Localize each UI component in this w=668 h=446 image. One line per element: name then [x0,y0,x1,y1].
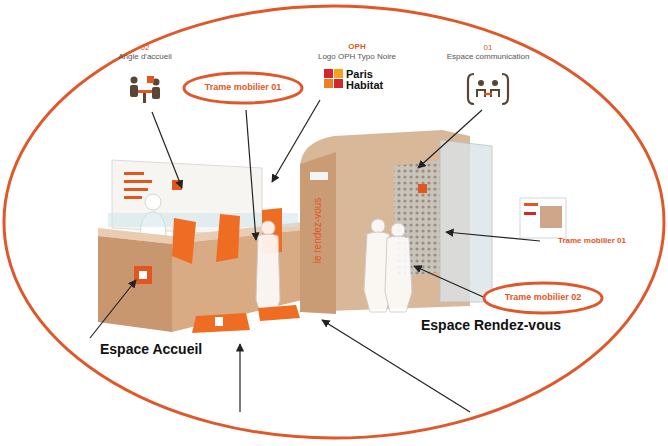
zone-label: Espace Rendez-vous [421,318,561,333]
area-label: Espace communication [447,53,530,62]
area-label: Logo OPH Typo Noire [318,53,396,62]
furniture-label: Trame mobilier 01 [205,83,282,93]
oph-logo-mark [324,69,343,88]
furniture-label: Trame mobilier 02 [505,293,582,303]
callout-title: OPH [348,43,365,52]
callout-number: 02 [141,44,150,53]
booth-sign: le rendez-vous [313,197,324,263]
zone-label: Espace Accueil [100,342,202,357]
logo-text: Habitat [346,79,383,91]
circled-label: Trame mobilier 02 [482,281,604,315]
reception-icon [130,76,160,103]
person-figure [256,219,412,318]
area-label: Angle d'accueil [118,53,172,62]
circled-label: Trame mobilier 01 [182,71,304,105]
logo-text: Paris [346,68,373,80]
communication-icon [468,74,508,104]
callout-number: 01 [484,44,493,53]
furniture-label: Trame mobilier 01 [558,237,626,246]
